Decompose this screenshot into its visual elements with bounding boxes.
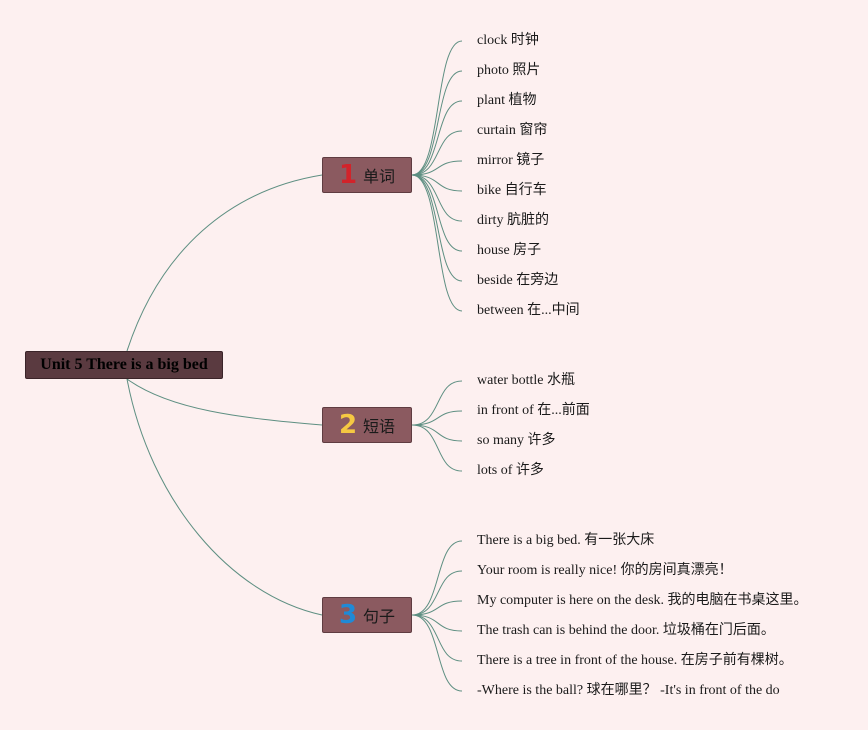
number-3-icon: 3 <box>338 600 358 630</box>
connector-branch-leaf <box>411 614 463 632</box>
connector-branch-leaf <box>411 614 463 692</box>
branch-sentences[interactable]: 3 句子 <box>322 597 412 633</box>
leaf-word[interactable]: house 房子 <box>477 243 542 258</box>
branch-sentences-label: 句子 <box>363 607 396 626</box>
branch-phrases[interactable]: 2 短语 <box>322 407 412 443</box>
connector-branch-leaf <box>411 174 463 192</box>
leaf-word[interactable]: curtain 窗帘 <box>477 123 548 138</box>
connector-branch-leaf <box>411 614 463 662</box>
leaf-sentence[interactable]: My computer is here on the desk. 我的电脑在书桌… <box>477 593 808 608</box>
root-topic[interactable]: Unit 5 There is a big bed <box>25 351 223 379</box>
connector-branch-leaf <box>411 540 463 616</box>
connector-branch-leaf <box>411 600 463 616</box>
leaf-sentence[interactable]: Your room is really nice! 你的房间真漂亮！ <box>477 563 733 578</box>
connector-branch-leaf <box>411 380 463 426</box>
connector-branch-leaf <box>411 100 463 176</box>
leaf-sentence[interactable]: -Where is the ball? 球在哪里？ -It's in front… <box>477 683 780 698</box>
connector-root-branch-2 <box>126 378 323 426</box>
connector-root-branch-3 <box>126 378 323 616</box>
connector-branch-leaf <box>411 174 463 222</box>
leaf-sentence[interactable]: The trash can is behind the door. 垃圾桶在门后… <box>477 623 775 638</box>
leaf-word[interactable]: bike 自行车 <box>477 183 547 198</box>
connector-branch-leaf <box>411 174 463 312</box>
connector-branch-leaf <box>411 160 463 176</box>
connector-branch-leaf <box>411 40 463 176</box>
leaf-word[interactable]: clock 时钟 <box>477 33 539 48</box>
branch-words[interactable]: 1 单词 <box>322 157 412 193</box>
leaf-phrase[interactable]: water bottle 水瓶 <box>477 373 575 388</box>
connector-branch-leaf <box>411 424 463 472</box>
leaf-phrase[interactable]: lots of 许多 <box>477 463 544 478</box>
leaf-word[interactable]: plant 植物 <box>477 93 537 108</box>
leaf-word[interactable]: mirror 镜子 <box>477 153 545 168</box>
branch-words-label: 单词 <box>363 167 396 186</box>
leaf-phrase[interactable]: so many 许多 <box>477 433 556 448</box>
leaf-phrase[interactable]: in front of 在...前面 <box>477 403 590 418</box>
connector-branch-leaf <box>411 570 463 616</box>
connector-branch-leaf <box>411 424 463 442</box>
leaf-word[interactable]: photo 照片 <box>477 63 541 78</box>
number-2-icon: 2 <box>338 410 358 440</box>
leaf-word[interactable]: between 在...中间 <box>477 303 580 318</box>
connector-branch-leaf <box>411 174 463 252</box>
number-1-icon: 1 <box>338 160 358 190</box>
branch-phrases-label: 短语 <box>363 417 396 436</box>
connector-root-branch-1 <box>126 174 323 352</box>
leaf-sentence[interactable]: There is a big bed. 有一张大床 <box>477 533 655 548</box>
connector-branch-leaf <box>411 70 463 176</box>
root-topic-label: Unit 5 There is a big bed <box>40 356 208 373</box>
leaf-sentence[interactable]: There is a tree in front of the house. 在… <box>477 653 793 668</box>
connector-branch-leaf <box>411 130 463 176</box>
connector-branch-leaf <box>411 410 463 426</box>
leaf-word[interactable]: beside 在旁边 <box>477 273 559 288</box>
leaf-word[interactable]: dirty 肮脏的 <box>477 213 549 228</box>
